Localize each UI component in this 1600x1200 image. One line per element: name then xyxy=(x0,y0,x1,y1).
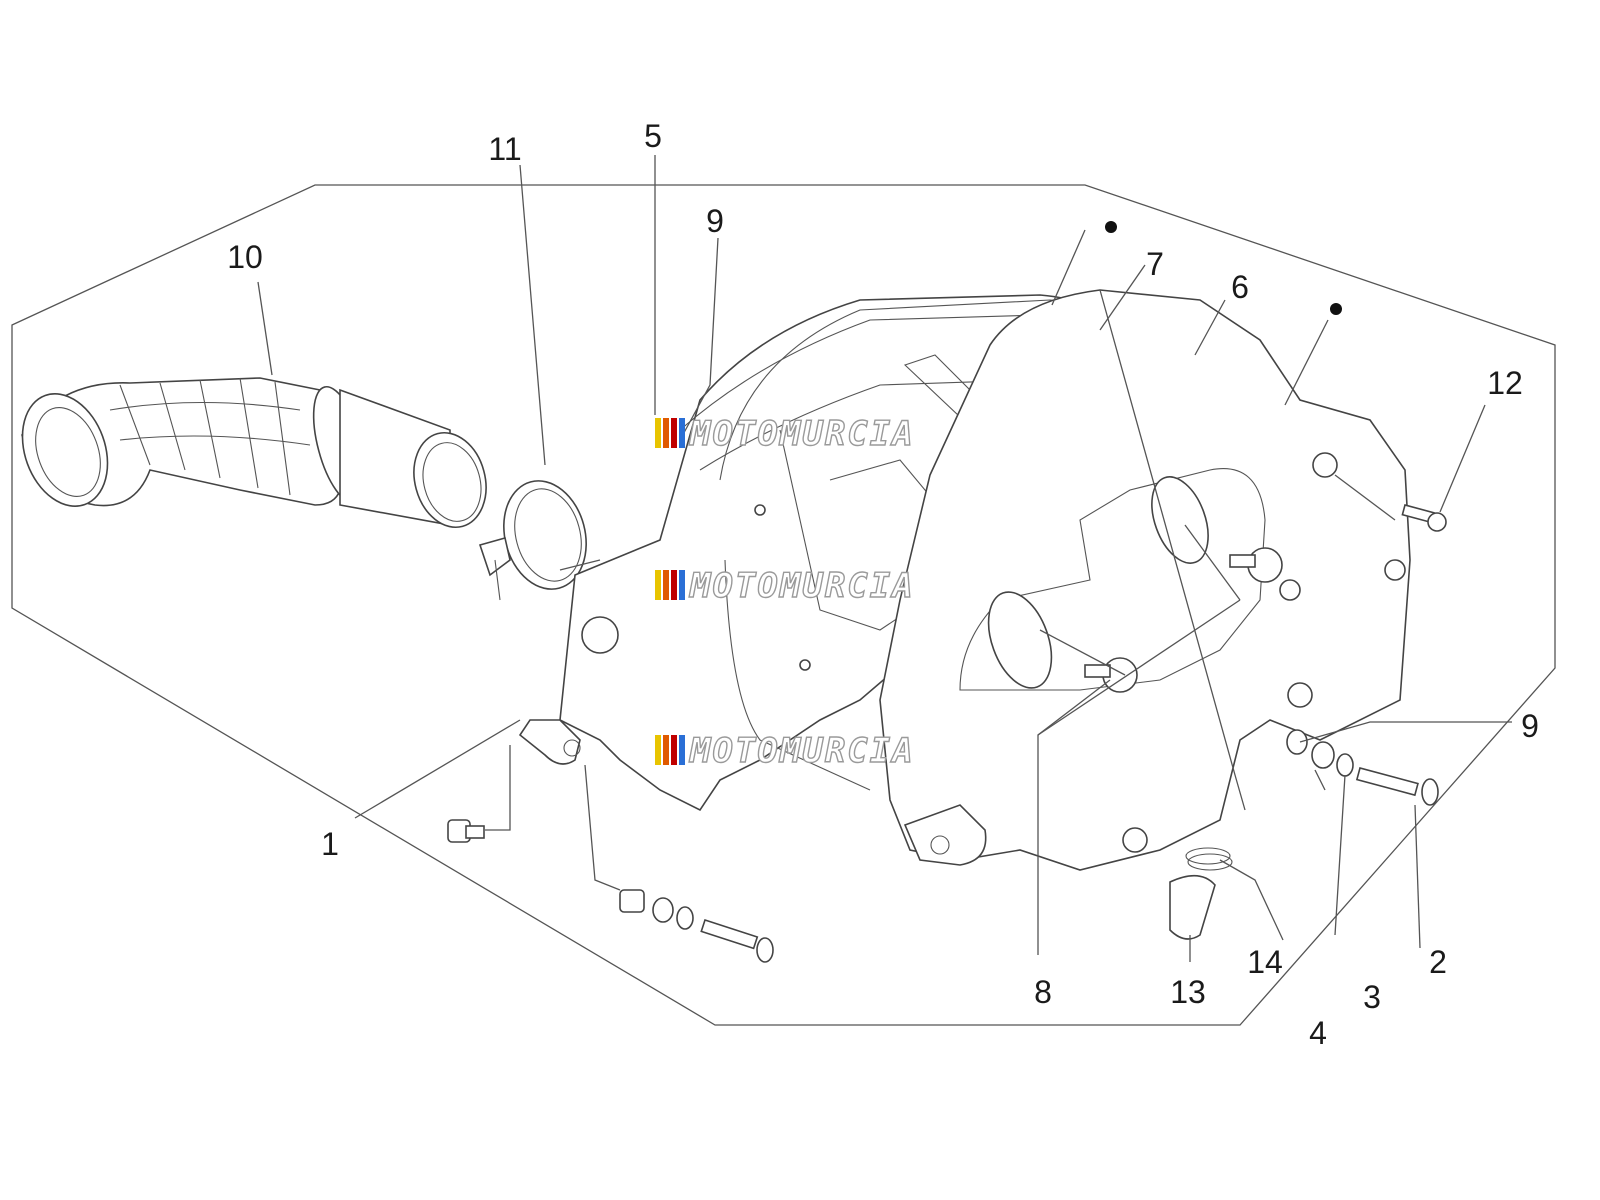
knob-screw-upper-part xyxy=(1229,547,1283,583)
watermark-logo: MOTOMURCIA xyxy=(655,565,915,607)
left-grommet-part xyxy=(447,819,485,843)
part-label-12: 12 xyxy=(1487,365,1523,401)
screw-12-part xyxy=(1401,504,1447,532)
watermark-logo: MOTOMURCIA xyxy=(655,730,915,772)
spring-clip-part xyxy=(1185,847,1233,871)
bullet-marker xyxy=(1330,303,1342,315)
air-filter-cover-part xyxy=(879,289,1411,871)
part-label-7: 7 xyxy=(1146,246,1164,282)
part-label-13: 13 xyxy=(1170,974,1206,1010)
watermark-text: MOTOMURCIA xyxy=(689,731,915,771)
assembly-group-outline xyxy=(11,184,1556,1026)
part-label-5: 5 xyxy=(644,118,662,154)
part-label-9-right: 9 xyxy=(1521,708,1539,744)
part-label-11: 11 xyxy=(488,131,521,167)
part-label-4: 4 xyxy=(1309,1015,1327,1051)
left-fastener-stack xyxy=(619,889,774,963)
part-label-3: 3 xyxy=(1363,979,1381,1015)
o-ring-part xyxy=(1279,579,1301,601)
watermark-logo: MOTOMURCIA xyxy=(655,413,915,455)
right-fastener-stack xyxy=(1286,729,1439,806)
leader-lines xyxy=(257,155,1512,962)
knob-screw-lower-part xyxy=(1084,657,1138,693)
watermark-text: MOTOMURCIA xyxy=(689,414,915,454)
part-label-9-top: 9 xyxy=(706,203,724,239)
part-label-6: 6 xyxy=(1231,269,1249,305)
bullet-marker xyxy=(1105,221,1117,233)
hose-clamp-part xyxy=(478,480,587,601)
part-label-14: 14 xyxy=(1247,944,1283,980)
part-label-10: 10 xyxy=(227,239,263,275)
part-label-8: 8 xyxy=(1034,974,1052,1010)
watermark-text: MOTOMURCIA xyxy=(689,566,915,606)
part-label-2: 2 xyxy=(1429,944,1447,980)
part-label-1: 1 xyxy=(321,826,339,862)
drain-plug-part xyxy=(1169,874,1216,940)
intake-duct-part xyxy=(21,377,487,529)
